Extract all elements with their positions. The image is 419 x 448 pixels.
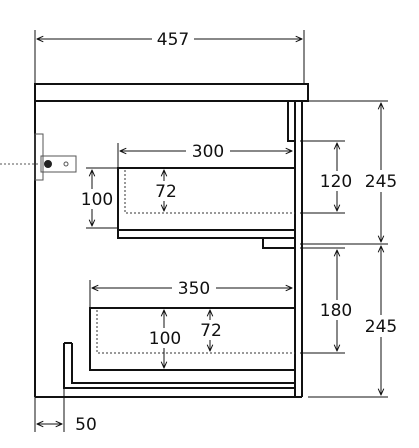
countertop — [34, 83, 309, 102]
upper-drawer-box — [117, 167, 296, 231]
siphon-body — [34, 133, 44, 181]
label-overall-width: 457 — [157, 30, 189, 50]
label-upper-front-height: 100 — [81, 190, 113, 210]
label-lower-front-height: 100 — [149, 329, 181, 349]
label-lower-section-height: 245 — [365, 317, 397, 337]
dimension-labels: 457 300 100 72 120 245 350 180 100 72 24… — [75, 28, 400, 435]
upper-drawer-front — [117, 229, 296, 239]
siphon-screw — [63, 161, 69, 167]
dimension-lines — [37, 39, 381, 424]
label-lower-inner-height: 72 — [200, 321, 222, 341]
siphon-outlet — [44, 160, 52, 168]
lower-drawer-front-frame-inner — [71, 343, 295, 384]
drawer-linings — [96, 170, 295, 354]
upper-rail — [287, 100, 296, 142]
label-upper-clearance: 120 — [320, 172, 352, 192]
label-upper-drawer-depth: 300 — [192, 142, 224, 162]
label-upper-section-height: 245 — [365, 172, 397, 192]
cabinet-body — [34, 83, 309, 398]
label-lower-clearance: 180 — [320, 301, 352, 321]
middle-rail — [262, 237, 296, 249]
upper-drawer-lining — [124, 170, 295, 214]
siphon-bracket — [40, 155, 77, 173]
label-side-offset: 50 — [75, 415, 97, 435]
label-upper-inner-height: 72 — [155, 182, 177, 202]
lower-drawer-box — [89, 307, 296, 371]
siphon-detail — [0, 133, 77, 181]
lower-drawer-front-frame — [63, 343, 295, 389]
lower-drawer-lining — [96, 310, 295, 354]
extension-lines — [34, 30, 388, 432]
label-lower-drawer-depth: 350 — [178, 279, 210, 299]
